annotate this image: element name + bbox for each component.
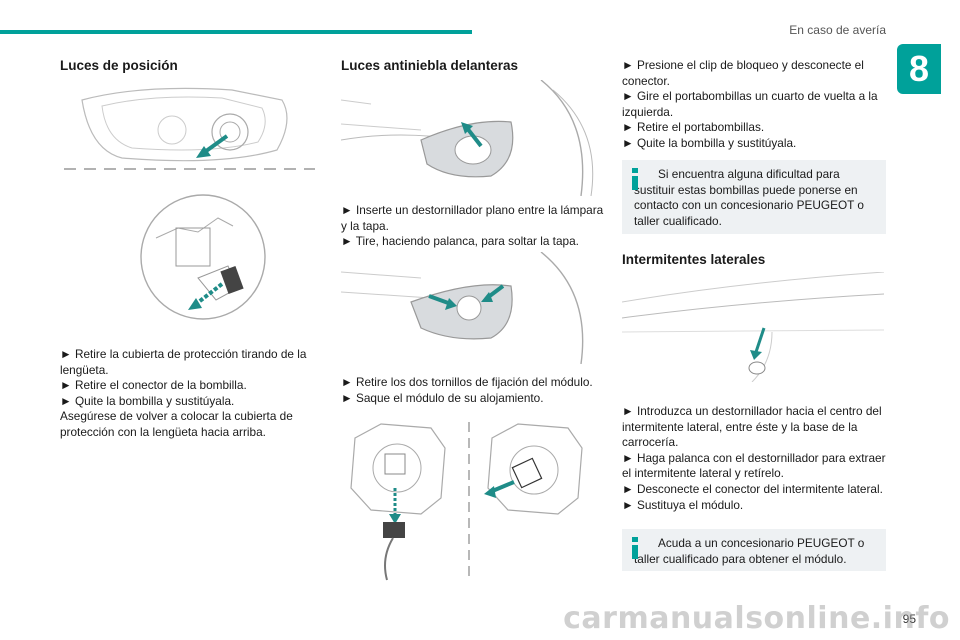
fog-lamp-cover-illustration — [341, 80, 601, 196]
fog-lamp-screws-illustration — [341, 252, 601, 364]
headlamp-rear-illustration — [62, 80, 317, 172]
col3-step-b4: ► Sustituya el módulo. — [622, 497, 744, 512]
bulb-holder-illustration — [138, 188, 268, 326]
info-note-2: Acuda a un concesionario PEUGEOT o talle… — [622, 529, 886, 571]
col1-step-1: ► Retire la cubierta de protección tiran… — [60, 347, 307, 377]
chapter-badge: 8 — [897, 44, 941, 94]
fog-module-left-illustration — [341, 418, 463, 583]
col3-step-a1: ► Presione el clip de bloqueo y desconec… — [622, 58, 864, 88]
heading-intermitentes-laterales: Intermitentes laterales — [622, 252, 766, 267]
side-indicator-illustration — [622, 272, 884, 382]
heading-luces-antiniebla: Luces antiniebla delanteras — [341, 58, 519, 73]
col1-instructions: ► Retire la cubierta de protección tiran… — [60, 347, 318, 441]
col3-step-b1: ► Introduzca un destornillador hacia el … — [622, 404, 882, 450]
dashed-separator-vertical — [466, 420, 472, 582]
col3-step-a4: ► Quite la bombilla y sustitúyala. — [622, 135, 797, 150]
info-icon — [632, 537, 638, 559]
col2-step-a2: ► Tire, haciendo palanca, para soltar la… — [341, 234, 579, 249]
watermark-logo: carmanualsonline.info — [563, 601, 950, 636]
info-note-2-text: Acuda a un concesionario PEUGEOT o talle… — [634, 536, 865, 566]
header-accent-bar — [0, 30, 472, 34]
col3-step-a2: ► Gire el portabombillas un cuarto de vu… — [622, 89, 878, 119]
col3-step-a3: ► Retire el portabombillas. — [622, 120, 765, 135]
info-note-1: Si encuentra alguna dificultad para sust… — [622, 160, 886, 234]
fog-module-right-illustration — [478, 418, 600, 518]
col1-paragraph: Asegúrese de volver a colocar la cubiert… — [60, 409, 293, 439]
col2-instructions-a: ► Inserte un destornillador plano entre … — [341, 203, 605, 250]
info-icon — [632, 168, 638, 190]
col3-instructions-a: ► Presione el clip de bloqueo y desconec… — [622, 58, 886, 152]
col1-step-2: ► Retire el conector de la bombilla. — [60, 378, 247, 393]
heading-luces-posicion: Luces de posición — [60, 58, 178, 73]
col3-step-b3: ► Desconecte el conector del intermitent… — [622, 481, 883, 496]
col3-instructions-b: ► Introduzca un destornillador hacia el … — [622, 404, 888, 513]
col2-step-b1: ► Retire los dos tornillos de fijación d… — [341, 375, 593, 389]
info-note-1-text: Si encuentra alguna dificultad para sust… — [634, 167, 864, 228]
col3-step-b2: ► Haga palanca con el destornillador par… — [622, 450, 886, 481]
header-title: En caso de avería — [789, 23, 886, 37]
col2-step-b2: ► Saque el módulo de su alojamiento. — [341, 390, 544, 405]
col2-step-a1: ► Inserte un destornillador plano entre … — [341, 203, 604, 233]
page-number: 95 — [902, 612, 916, 626]
col1-step-3: ► Quite la bombilla y sustitúyala. — [60, 393, 235, 408]
col2-instructions-b: ► Retire los dos tornillos de fijación d… — [341, 375, 609, 406]
dashed-separator-horizontal — [62, 166, 317, 172]
